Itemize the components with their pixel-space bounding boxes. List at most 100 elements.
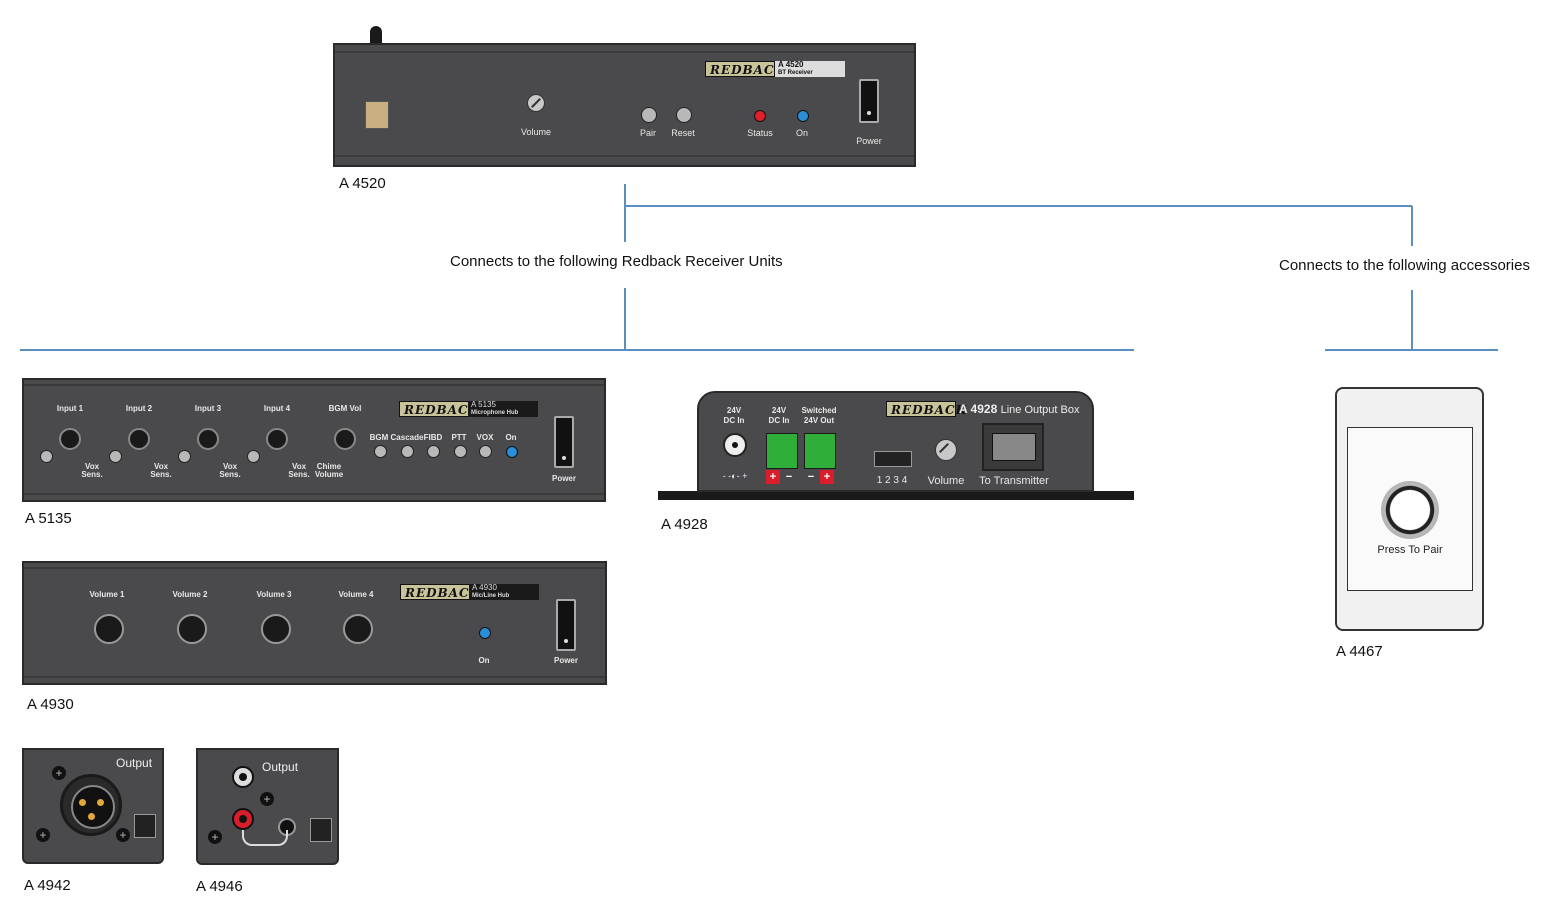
input-2-knob[interactable] xyxy=(128,428,150,450)
rca-red-jack[interactable] xyxy=(232,808,254,830)
dip-switch[interactable] xyxy=(310,818,332,842)
volume-1-knob[interactable] xyxy=(94,614,124,644)
redback-logo: REDBACK xyxy=(400,584,480,600)
model-number: A 4930 xyxy=(472,584,497,592)
a4928-base-plate xyxy=(658,491,1134,500)
input-4-label: Input 4 xyxy=(263,404,291,413)
redback-logo: REDBACK xyxy=(399,401,479,417)
a4946-caption: A 4946 xyxy=(196,878,243,895)
power-label: Power xyxy=(856,136,882,146)
dip-switch[interactable] xyxy=(134,814,156,838)
volume-2-knob[interactable] xyxy=(177,614,207,644)
reset-button[interactable] xyxy=(676,107,692,123)
dc-in-terminal[interactable] xyxy=(766,433,798,469)
switch-bgm-label: BGM xyxy=(369,433,389,442)
a4930-panel: Volume 1 Volume 2 Volume 3 Volume 4 On R… xyxy=(22,561,607,685)
switch-cascade-label: Cascade xyxy=(390,433,424,442)
screw-icon: + xyxy=(208,830,222,844)
dip-switch[interactable] xyxy=(874,451,912,467)
minus-marker-2: − xyxy=(807,471,815,483)
a4928-model: A 4928 Line Output Box xyxy=(959,402,1080,416)
power-label: Power xyxy=(553,656,578,665)
a4520-panel: REDBACK A 4520 BT Receiver Volume Pair R… xyxy=(333,43,916,167)
volume-2-label: Volume 2 xyxy=(172,590,208,599)
rj45-port[interactable] xyxy=(982,423,1044,471)
model-subtitle: Microphone Hub xyxy=(471,410,519,416)
a4520-caption: A 4520 xyxy=(339,175,386,192)
output-label: Output xyxy=(116,756,153,770)
power-switch[interactable] xyxy=(554,416,574,468)
input-3-label: Input 3 xyxy=(194,404,222,413)
switch-ptt-label: PTT xyxy=(451,433,467,442)
fibd-button[interactable] xyxy=(427,445,440,458)
screw-icon: + xyxy=(260,792,274,806)
on-led xyxy=(506,446,518,458)
bridge-wire xyxy=(242,830,288,846)
press-to-pair-label: Press To Pair xyxy=(1377,544,1443,556)
plus-marker-2: + xyxy=(820,470,834,484)
xlr-connector[interactable] xyxy=(60,774,122,836)
status-led xyxy=(754,110,766,122)
power-switch[interactable] xyxy=(859,79,879,123)
receivers-connection-label: Connects to the following Redback Receiv… xyxy=(450,253,783,270)
dip-label: 1 2 3 4 xyxy=(876,475,908,486)
pair-button[interactable] xyxy=(641,107,657,123)
on-led xyxy=(479,627,491,639)
input-4-knob[interactable] xyxy=(266,428,288,450)
input-2-label: Input 2 xyxy=(125,404,153,413)
screw-icon: + xyxy=(116,828,130,842)
input-3-button[interactable] xyxy=(178,450,191,463)
rca-white-jack[interactable] xyxy=(232,766,254,788)
volume-trim[interactable] xyxy=(935,439,957,461)
output-label: Output xyxy=(262,760,299,774)
a4942-caption: A 4942 xyxy=(24,877,71,894)
on-led xyxy=(797,110,809,122)
a5135-caption: A 5135 xyxy=(25,510,72,527)
switch-vox-label: VOX xyxy=(476,433,494,442)
input-1-label: Input 1 xyxy=(56,404,84,413)
ptt-button[interactable] xyxy=(454,445,467,458)
switch-fibd-label: FIBD xyxy=(423,433,443,442)
volume-4-knob[interactable] xyxy=(343,614,373,644)
volume-label: Volume xyxy=(520,127,552,137)
volume-trim[interactable] xyxy=(527,94,545,112)
bgm-button[interactable] xyxy=(374,445,387,458)
input-1-button[interactable] xyxy=(40,450,53,463)
cascade-button[interactable] xyxy=(401,445,414,458)
plus-marker: + xyxy=(766,470,780,484)
screw-icon: + xyxy=(36,828,50,842)
volume-1-label: Volume 1 xyxy=(89,590,125,599)
vox-button[interactable] xyxy=(479,445,492,458)
pair-label: Pair xyxy=(639,128,656,138)
input-1-knob[interactable] xyxy=(59,428,81,450)
antenna-base xyxy=(365,101,389,129)
pair-button[interactable] xyxy=(1381,481,1439,539)
volume-4-label: Volume 4 xyxy=(338,590,374,599)
input-2-button[interactable] xyxy=(109,450,122,463)
power-switch[interactable] xyxy=(556,599,576,651)
model-number: A 4520 xyxy=(778,61,804,69)
bgm-vol-knob[interactable] xyxy=(334,428,356,450)
on-label: On xyxy=(478,656,490,665)
dc-jack[interactable] xyxy=(723,433,747,457)
switched-out-terminal[interactable] xyxy=(804,433,836,469)
a4467-wallplate: Press To Pair xyxy=(1335,387,1484,631)
model-number: A 5135 xyxy=(471,401,496,409)
model-subtitle: Mic/Line Hub xyxy=(472,593,510,599)
status-label: Status xyxy=(747,128,773,138)
to-transmitter-label: To Transmitter xyxy=(979,475,1049,487)
switch-on-label: On xyxy=(505,433,517,442)
volume-3-knob[interactable] xyxy=(261,614,291,644)
minus-marker: − xyxy=(785,471,793,483)
a4930-caption: A 4930 xyxy=(27,696,74,713)
input-4-button[interactable] xyxy=(247,450,260,463)
a4946-panel: Output + + xyxy=(196,748,339,865)
input-3-knob[interactable] xyxy=(197,428,219,450)
